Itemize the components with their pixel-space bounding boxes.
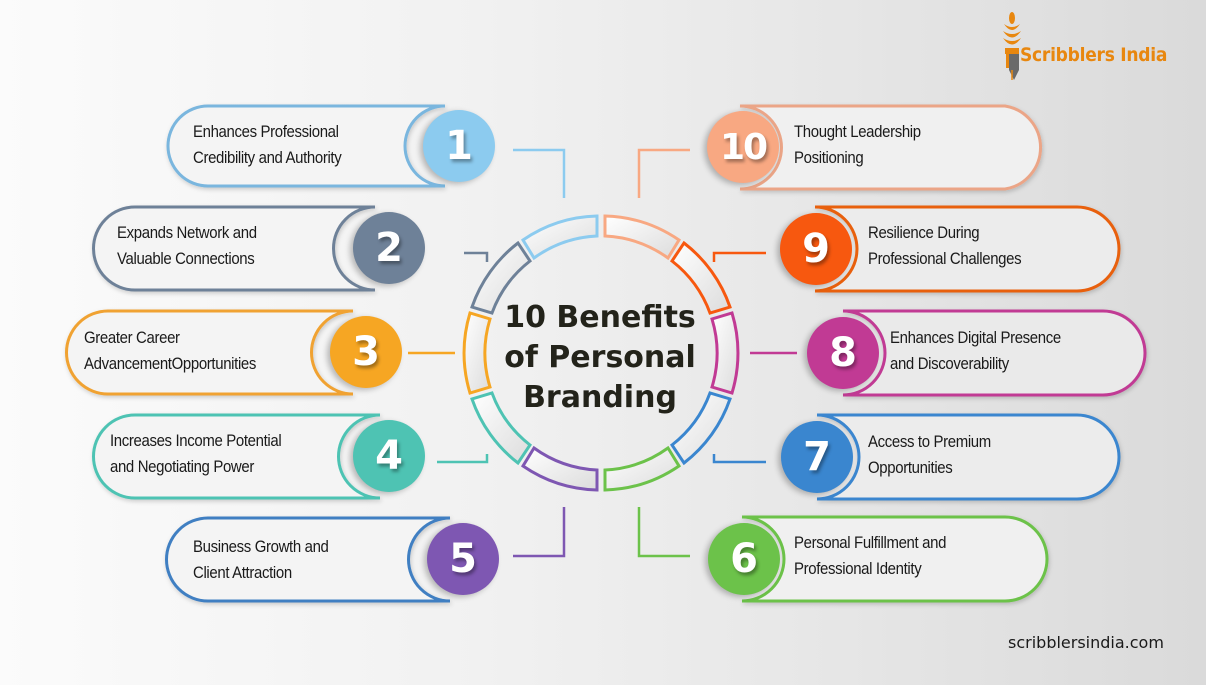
brand-logo-text: Scribblers India [1020,44,1168,66]
ring-seg-7 [669,391,732,466]
number-badge-4: 4 [353,420,425,492]
benefit-8-line1: Enhances Digital Presence [890,328,1061,347]
number-badge-7: 7 [781,421,853,493]
benefit-2-text: Expands Network and Valuable Connections [117,220,257,272]
website-url: scribblersindia.com [1008,633,1164,652]
benefit-10-line2: Positioning [794,148,864,167]
benefit-9-text: Resilience During Professional Challenge… [868,220,1022,272]
benefit-6-line1: Personal Fulfillment and [794,533,947,552]
benefit-10-line1: Thought Leadership [794,122,921,141]
pill-5 [165,516,451,603]
pill-6 [741,515,1049,603]
pill-9 [814,205,1121,293]
benefit-3-text: Greater Career AdvancementOpportunities [84,325,256,377]
benefit-7-line2: Opportunities [868,458,953,477]
ring-seg-10 [603,214,682,261]
center-ring [462,214,740,492]
number-badge-6: 6 [708,523,780,595]
benefit-6-line2: Professional Identity [794,559,922,578]
center-title: 10 Benefits of Personal Branding [480,298,720,418]
pill-4 [92,413,381,500]
benefit-9-line2: Professional Challenges [868,249,1022,268]
benefit-1-line2: Credibility and Authority [193,148,342,167]
ring-seg-6 [603,445,682,492]
ring-seg-5 [520,445,599,492]
number-badge-3: 3 [330,316,402,388]
benefit-6-text: Personal Fulfillment and Professional Id… [794,530,946,582]
ring-seg-4 [470,391,533,466]
benefit-4-line1: Increases Income Potential [110,431,282,450]
connectors [408,148,797,558]
benefit-5-line2: Client Attraction [193,563,292,582]
benefit-5-text: Business Growth and Client Attraction [193,534,329,586]
number-badge-8: 8 [807,317,879,389]
number-badge-10: 10 [707,111,779,183]
benefit-3-line2: AdvancementOpportunities [84,354,257,373]
benefit-9-line1: Resilience During [868,223,980,242]
pill-10 [739,104,1042,191]
benefit-1-line1: Enhances Professional [193,122,339,141]
center-title-line3: Branding [523,380,677,415]
pill-1 [166,104,446,188]
center-title-line1: 10 Benefits [504,300,696,335]
ring-seg-8 [710,311,740,395]
benefit-1-text: Enhances Professional Credibility and Au… [193,119,342,171]
benefit-7-text: Access to Premium Opportunities [868,429,991,481]
benefit-10-text: Thought Leadership Positioning [794,119,921,171]
number-badge-2: 2 [353,212,425,284]
benefit-2-line2: Valuable Connections [117,249,255,268]
benefit-7-line1: Access to Premium [868,432,991,451]
benefit-4-line2: and Negotiating Power [110,457,254,476]
ring-seg-1 [520,214,599,261]
pill-7 [816,413,1121,501]
center-title-line2: of Personal [504,340,696,375]
benefit-8-text: Enhances Digital Presence and Discoverab… [890,325,1061,377]
number-badge-1: 1 [423,110,495,182]
pill-8 [842,309,1147,397]
pill-2 [92,205,376,292]
benefit-2-line1: Expands Network and [117,223,257,242]
benefit-5-line1: Business Growth and [193,537,329,556]
number-badge-9: 9 [780,213,852,285]
number-badge-5: 5 [427,523,499,595]
ring-seg-3 [462,311,492,395]
benefit-4-text: Increases Income Potential and Negotiati… [110,428,282,480]
pill-3 [65,309,354,396]
ring-seg-9 [669,240,732,315]
ring-seg-2 [470,240,533,315]
pen-nib-wheat-icon [1003,12,1021,80]
benefit-3-line1: Greater Career [84,328,180,347]
benefit-8-line2: and Discoverability [890,354,1009,373]
